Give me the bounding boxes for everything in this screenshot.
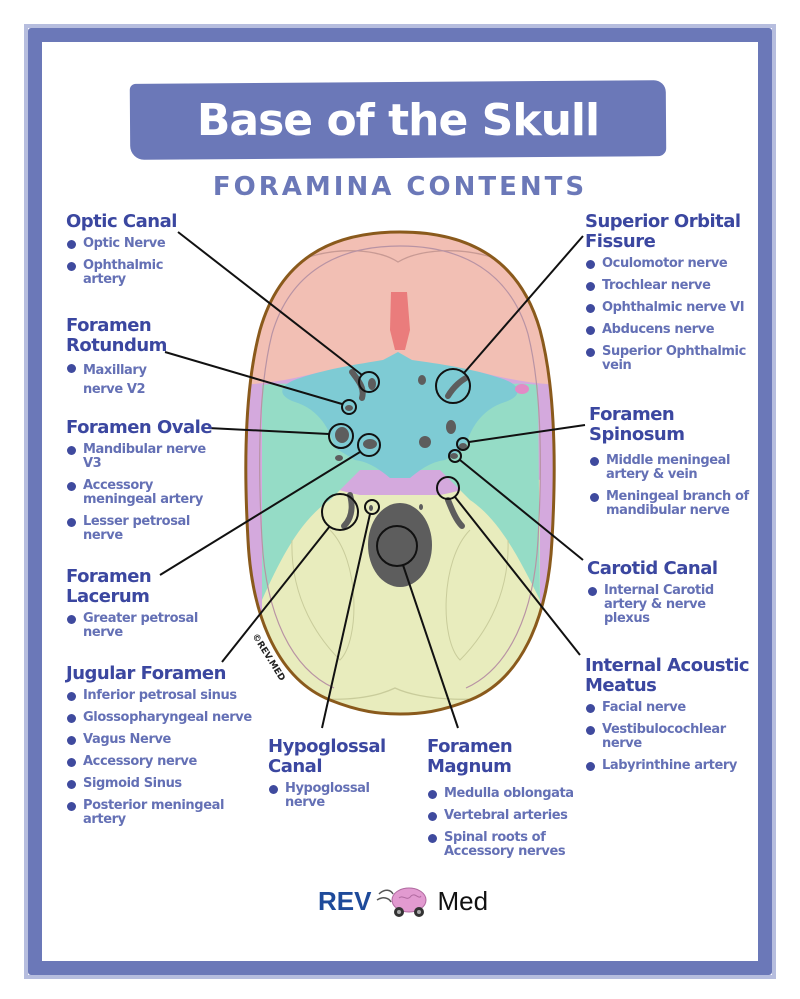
list-item: Ophthalmic nerve VI xyxy=(585,301,755,315)
marker-foramen-spinosum xyxy=(456,437,470,451)
list-item: Posterior meningeal artery xyxy=(66,799,233,827)
label-hypoglossal-canal: Hypoglossal Canal Hypoglossal nerve xyxy=(268,737,398,818)
revmed-logo: REV Med xyxy=(318,884,488,918)
page-frame xyxy=(28,28,772,975)
page-subtitle: FORAMINA CONTENTS xyxy=(212,172,588,202)
list-item: Mandibular nerve V3 xyxy=(66,443,216,471)
cribriform-plate xyxy=(390,292,410,350)
list-item: Glossopharyngeal nerve xyxy=(66,711,266,725)
label-superior-orbital-fissure: Superior Orbital Fissure Oculomotor nerv… xyxy=(585,212,755,381)
list-item: Superior Ophthalmic vein xyxy=(585,345,755,373)
skull-outline xyxy=(244,230,556,716)
label-foramen-spinosum: Foramen Spinosum Middle meningeal artery… xyxy=(589,405,754,526)
marker-carotid-canal xyxy=(448,449,462,463)
list-item: Sigmoid Sinus xyxy=(66,777,266,791)
marker-foramen-ovale xyxy=(328,423,354,449)
list-item: Accessory meningeal artery xyxy=(66,479,216,507)
brain-car-icon xyxy=(377,887,427,917)
label-title: Superior Orbital Fissure xyxy=(585,211,741,252)
label-title: Foramen Magnum xyxy=(427,736,513,777)
list-item: Hypoglossal nerve xyxy=(268,782,375,810)
marker-superior-orbital-fissure xyxy=(435,368,471,404)
list-item: Inferior petrosal sinus xyxy=(66,689,266,703)
marker-foramen-lacerum xyxy=(357,433,381,457)
list-item: Greater petrosal nerve xyxy=(66,612,213,640)
logo-med-text: Med xyxy=(437,885,489,916)
list-item: Vagus Nerve xyxy=(66,733,266,747)
label-carotid-canal: Carotid Canal Internal Carotid artery & … xyxy=(587,559,737,634)
label-title: Foramen Rotundum xyxy=(66,315,167,356)
label-title: Jugular Foramen xyxy=(66,663,226,684)
list-item: Spinal roots of Accessory nerves xyxy=(427,831,574,859)
list-item: Ophthalmic artery xyxy=(66,259,173,287)
list-item: Meningeal branch of mandibular nerve xyxy=(589,490,754,518)
foramen-magnum-shape xyxy=(368,503,432,587)
list-item: Accessory nerve xyxy=(66,755,266,769)
list-item: Oculomotor nerve xyxy=(585,257,755,271)
list-item: Abducens nerve xyxy=(585,323,755,337)
list-item: Middle meningeal artery & vein xyxy=(589,454,736,482)
occipital-bone xyxy=(262,477,540,714)
label-internal-acoustic-meatus: Internal Acoustic Meatus Facial nerve Ve… xyxy=(585,656,755,781)
list-item: Maxillary nerve V2 xyxy=(66,361,166,399)
list-item: Trochlear nerve xyxy=(585,279,755,293)
temporal-bone xyxy=(262,383,540,600)
label-title: Foramen Ovale xyxy=(66,417,213,438)
frame-outer-edge xyxy=(24,24,776,979)
marker-jugular-foramen xyxy=(321,493,359,531)
label-title: Optic Canal xyxy=(66,211,177,232)
label-foramen-lacerum: Foramen Lacerum Greater petrosal nerve xyxy=(66,566,198,648)
list-item: Vertebral arteries xyxy=(427,809,587,823)
label-title: Foramen Spinosum xyxy=(589,404,685,445)
leader-lines xyxy=(159,231,586,729)
list-item: Vestibulocochlear nerve xyxy=(585,723,742,751)
label-title: Carotid Canal xyxy=(587,558,718,579)
label-foramen-magnum: Foramen Magnum Medulla oblongata Vertebr… xyxy=(427,737,587,867)
logo-rev-text: REV xyxy=(318,885,372,916)
label-jugular-foramen: Jugular Foramen Inferior petrosal sinus … xyxy=(66,664,266,835)
foramen-markers xyxy=(321,368,471,567)
label-title: Hypoglossal Canal xyxy=(268,736,386,777)
list-item: Lesser petrosal nerve xyxy=(66,515,193,543)
skull-bones xyxy=(245,232,555,714)
label-title: Internal Acoustic Meatus xyxy=(585,655,750,696)
page-title: Base of the Skull xyxy=(196,94,600,146)
marker-foramen-magnum xyxy=(376,525,418,567)
marker-foramen-rotundum xyxy=(341,399,357,415)
list-item: Medulla oblongata xyxy=(427,787,587,801)
list-item: Optic Nerve xyxy=(66,237,226,251)
label-foramen-ovale: Foramen Ovale Mandibular nerve V3 Access… xyxy=(66,418,216,551)
marker-internal-acoustic-meatus xyxy=(436,476,460,500)
list-item: Facial nerve xyxy=(585,701,755,715)
marker-optic-canal xyxy=(358,371,380,393)
label-optic-canal: Optic Canal Optic Nerve Ophthalmic arter… xyxy=(66,212,226,295)
label-foramen-rotundum: Foramen Rotundum Maxillary nerve V2 xyxy=(66,315,167,407)
list-item: Internal Carotid artery & nerve plexus xyxy=(587,584,724,626)
label-title: Foramen Lacerum xyxy=(66,566,152,607)
marker-hypoglossal-canal xyxy=(364,499,380,515)
list-item: Labyrinthine artery xyxy=(585,759,755,773)
